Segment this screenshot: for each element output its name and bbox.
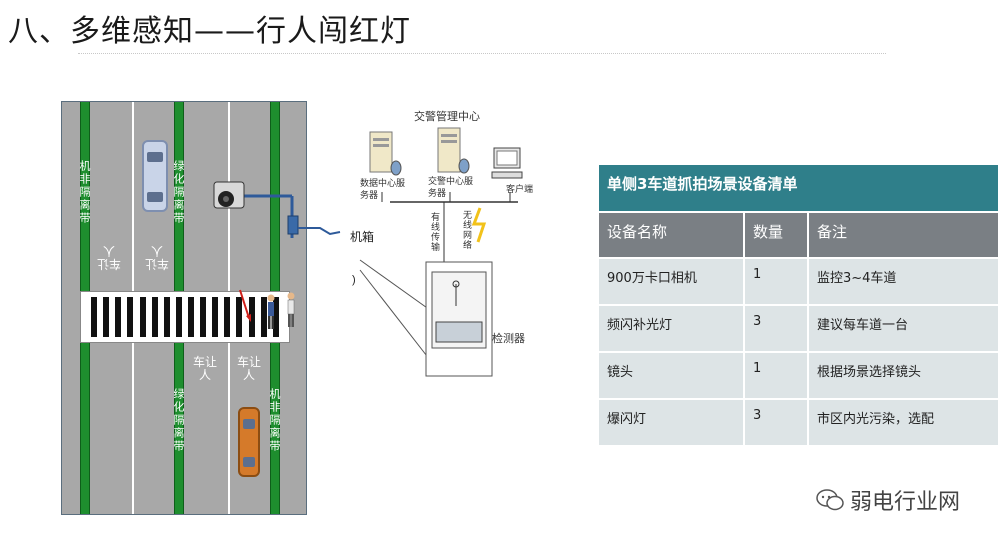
- cell-name: 爆闪灯: [599, 400, 745, 445]
- table-title: 单侧3车道抓拍场景设备清单: [599, 165, 998, 211]
- server2-label: 交警中心服务器: [428, 177, 474, 199]
- center-label: 交警管理中心: [414, 110, 480, 123]
- cell-note: 根据场景选择镜头: [817, 365, 922, 380]
- cell-name: 900万卡口相机: [599, 259, 745, 304]
- watermark: 弱电行业网: [816, 484, 960, 516]
- server1-label: 数据中心服务器: [360, 179, 406, 201]
- detector-label: 检测器: [492, 332, 525, 345]
- wired-label: 有线传输: [429, 212, 439, 252]
- page-title: 八、多维感知——行人闯红灯: [8, 14, 411, 49]
- network-diagram: 交警管理中心 数据中心服务器 交警中心服务器 客户端 有线传输 无线网络 检测: [340, 100, 580, 390]
- cell-name: 频闪补光灯: [599, 306, 745, 351]
- cell-name: 镜头: [599, 353, 745, 398]
- equipment-table: 单侧3车道抓拍场景设备清单 设备名称 数量 备注 900万卡口相机 1 监控3~…: [599, 165, 998, 445]
- right-strip-label: 机非隔离带: [268, 388, 281, 453]
- table-header-row: 设备名称 数量 备注: [599, 211, 998, 257]
- lane-text-lower-left: 车让人: [192, 355, 217, 382]
- cell-note: 监控3~4车道: [817, 271, 897, 286]
- road-diagram: 机非隔离带 绿化隔离带 绿化隔离带 机非隔离带 车让人 车让人 车让人 车让人: [61, 101, 307, 515]
- bracket-mark: ): [352, 274, 356, 286]
- cell-note: 市区内光污染，选配: [817, 412, 935, 427]
- lane-text-upper-left: 车让人: [97, 244, 122, 271]
- cabinet-label: 机箱: [350, 230, 375, 244]
- pedestrian-icon: [267, 294, 275, 329]
- column-header: 数量: [745, 213, 809, 257]
- table-row: 爆闪灯 3 市区内光污染，选配: [599, 398, 998, 445]
- center-strip-label-bottom: 绿化隔离带: [172, 388, 185, 453]
- client-label: 客户端: [506, 185, 534, 195]
- car-icon: [238, 407, 260, 477]
- network-lines: [359, 192, 518, 377]
- wireless-label: 无线网络: [461, 210, 471, 250]
- camera-pole-assembly: [213, 181, 341, 238]
- cell-note: 建议每车道一台: [817, 318, 909, 333]
- column-header: 备注: [817, 223, 848, 241]
- title-divider: [78, 53, 886, 54]
- server-icon: [369, 131, 402, 176]
- server-icon: [437, 127, 470, 174]
- cell-qty: 1: [745, 353, 809, 398]
- pedestrian-icon: [287, 292, 295, 327]
- client-computer-icon: [491, 147, 523, 179]
- red-arrow-icon: [239, 289, 251, 322]
- cell-qty: 1: [745, 259, 809, 304]
- table-row: 镜头 1 根据场景选择镜头: [599, 351, 998, 398]
- lane-text-upper-right: 车让人: [145, 244, 170, 271]
- lane-text-lower-right: 车让人: [236, 355, 261, 382]
- column-header: 设备名称: [599, 213, 745, 257]
- watermark-text: 弱电行业网: [850, 490, 961, 515]
- center-strip-label-top: 绿化隔离带: [172, 160, 185, 225]
- table-row: 频闪补光灯 3 建议每车道一台: [599, 304, 998, 351]
- chat-bubble-icon: [816, 489, 844, 511]
- crosswalk: [80, 291, 290, 343]
- car-icon: [142, 140, 168, 212]
- cell-qty: 3: [745, 400, 809, 445]
- cell-qty: 3: [745, 306, 809, 351]
- left-strip-label: 机非隔离带: [78, 160, 91, 225]
- table-row: 900万卡口相机 1 监控3~4车道: [599, 257, 998, 304]
